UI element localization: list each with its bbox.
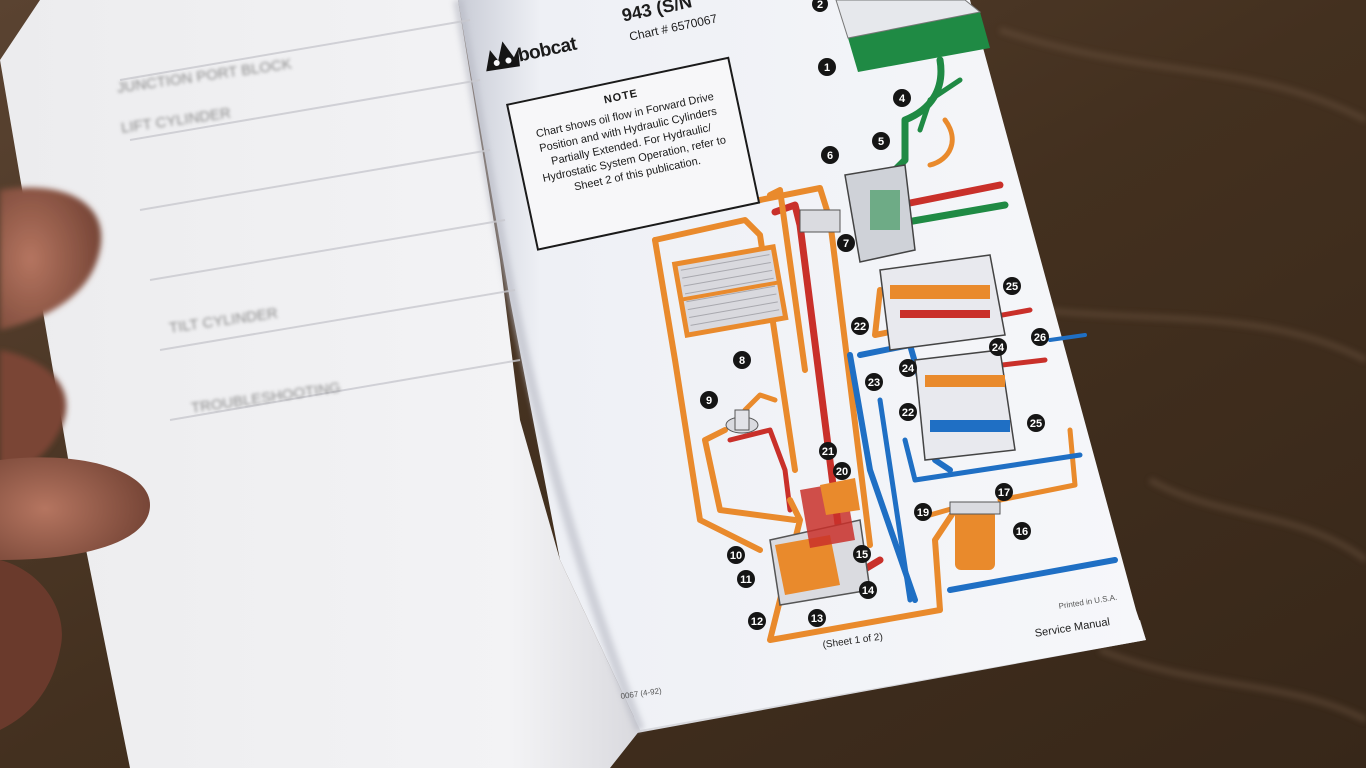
left-page-rules <box>119 19 521 421</box>
svg-text:8: 8 <box>739 355 745 367</box>
callout-16: 16 <box>1013 522 1031 540</box>
callout-13: 13 <box>808 609 826 627</box>
svg-text:26: 26 <box>1034 332 1046 344</box>
callout-22b: 22 <box>899 403 917 421</box>
callout-26: 26 <box>1031 328 1049 346</box>
callout-25a: 25 <box>1003 277 1021 295</box>
callout-25b: 25 <box>1027 414 1045 432</box>
callout-22a: 22 <box>851 317 869 335</box>
svg-text:4: 4 <box>899 93 906 105</box>
svg-text:20: 20 <box>836 466 848 478</box>
callout-9: 9 <box>700 391 718 409</box>
svg-text:13: 13 <box>811 613 823 625</box>
wood-grain <box>979 27 1366 723</box>
bobcat-logo-icon <box>486 41 520 72</box>
svg-text:17: 17 <box>998 487 1010 499</box>
svg-text:10: 10 <box>730 550 742 562</box>
svg-text:19: 19 <box>917 507 929 519</box>
svg-text:16: 16 <box>1016 526 1028 538</box>
callout-11: 11 <box>737 570 755 588</box>
svg-text:9: 9 <box>706 395 712 407</box>
callout-20: 20 <box>833 462 851 480</box>
svg-text:22: 22 <box>902 407 914 419</box>
callout-12: 12 <box>748 612 766 630</box>
svg-text:23: 23 <box>868 377 880 389</box>
callout-5: 5 <box>872 132 890 150</box>
callout-8: 8 <box>733 351 751 369</box>
left-page <box>0 0 640 768</box>
callout-24a: 24 <box>899 359 917 377</box>
callout-1: 1 <box>818 58 836 76</box>
callout-19: 19 <box>914 503 932 521</box>
svg-text:1: 1 <box>824 62 830 74</box>
callout-4: 4 <box>893 89 911 107</box>
callout-14: 14 <box>859 581 877 599</box>
svg-text:12: 12 <box>751 616 763 628</box>
callout-15: 15 <box>853 545 871 563</box>
oil-cooler <box>671 243 789 339</box>
hydrostatic-pump <box>769 478 871 606</box>
svg-text:5: 5 <box>878 136 884 148</box>
relief-valve <box>725 409 759 434</box>
callout-markers: 1 2 4 5 6 7 8 9 10 11 12 13 14 15 16 17 … <box>700 0 1049 630</box>
green-reservoir <box>835 0 990 72</box>
svg-text:25: 25 <box>1006 281 1018 293</box>
callout-23: 23 <box>865 373 883 391</box>
callout-7: 7 <box>837 234 855 252</box>
svg-text:6: 6 <box>827 150 833 162</box>
callout-6: 6 <box>821 146 839 164</box>
callout-2: 2 <box>812 0 828 12</box>
control-valve <box>799 164 1016 461</box>
svg-text:24: 24 <box>992 342 1005 354</box>
hand <box>0 187 150 730</box>
callout-21: 21 <box>819 442 837 460</box>
callout-24b: 24 <box>989 338 1007 356</box>
svg-text:2: 2 <box>817 0 823 11</box>
svg-text:22: 22 <box>854 321 866 333</box>
svg-text:15: 15 <box>856 549 868 561</box>
svg-text:7: 7 <box>843 238 849 250</box>
page-gutter-shadow <box>453 0 645 732</box>
svg-text:14: 14 <box>862 585 875 597</box>
callout-10: 10 <box>727 546 745 564</box>
callout-17: 17 <box>995 483 1013 501</box>
svg-text:24: 24 <box>902 363 915 375</box>
hydraulic-filter <box>949 501 1001 570</box>
svg-text:21: 21 <box>822 446 834 458</box>
svg-text:11: 11 <box>740 574 752 586</box>
svg-text:25: 25 <box>1030 418 1042 430</box>
